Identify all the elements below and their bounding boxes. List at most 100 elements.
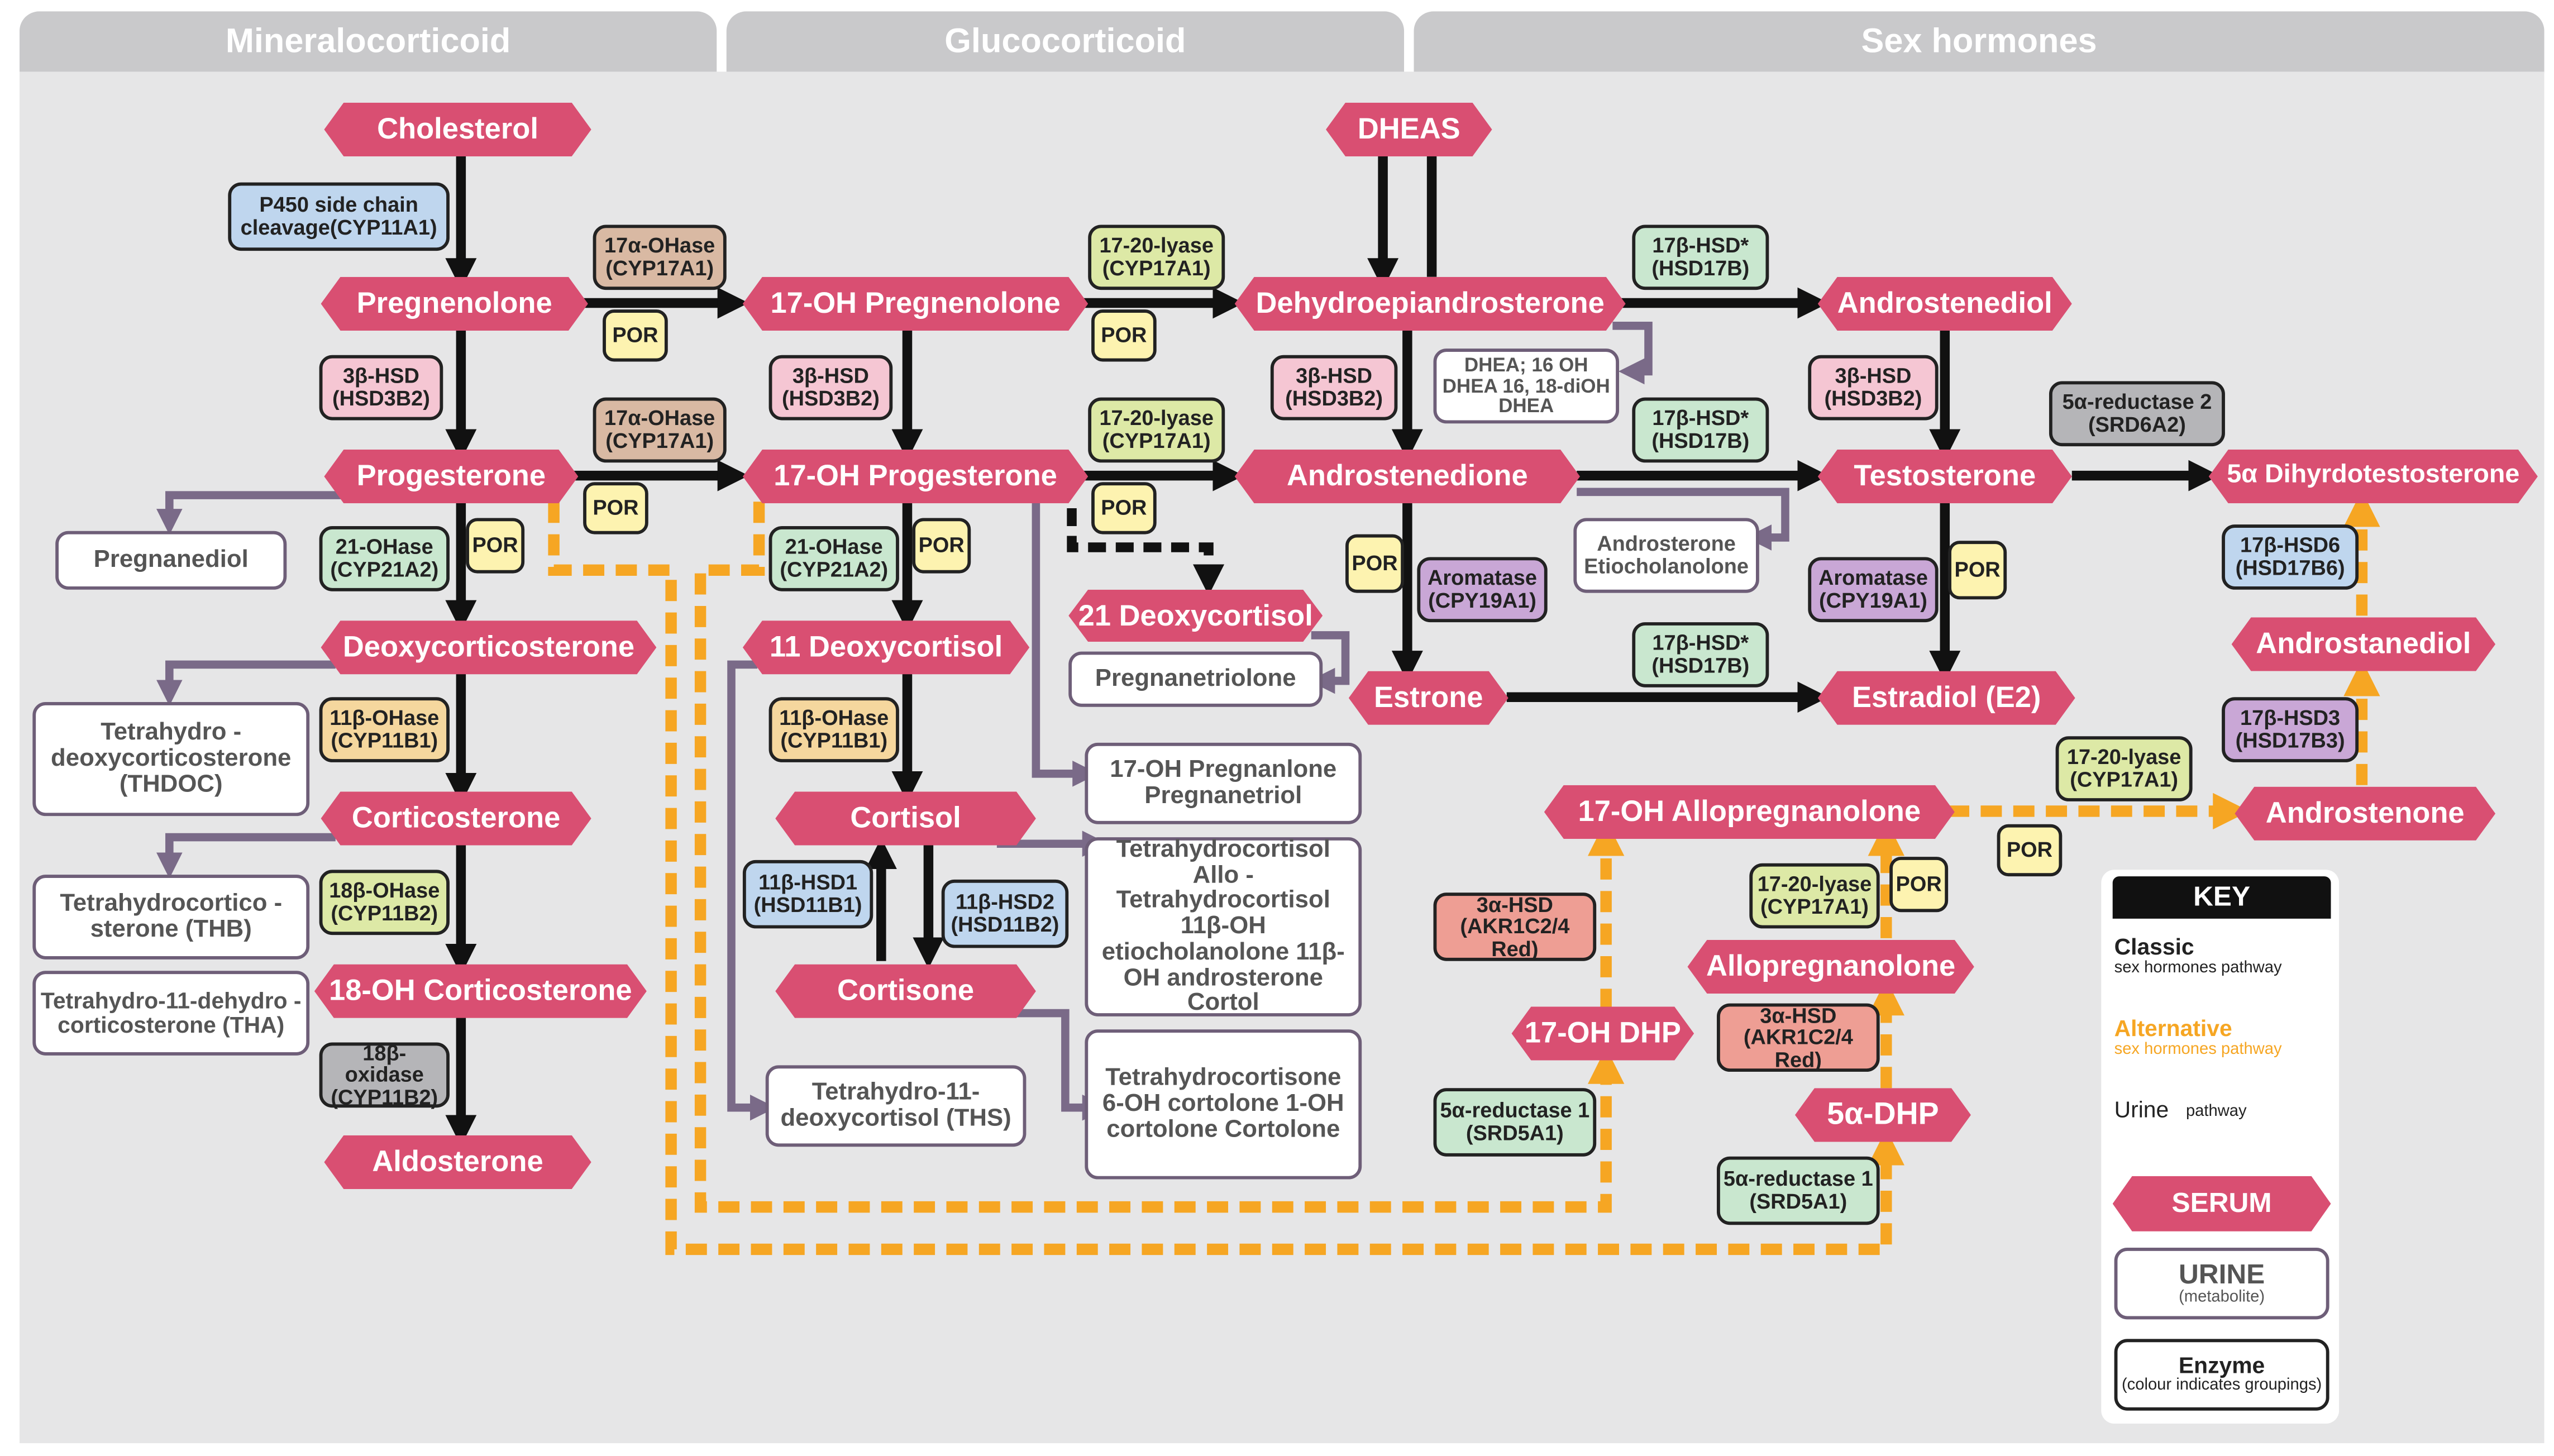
serum-17oh-dhp: 17-OH DHP: [1512, 1006, 1694, 1060]
key-alternative-sub: sex hormones pathway: [2114, 1040, 2282, 1059]
serum-5a-dhp: 5α-DHP: [1795, 1088, 1971, 1142]
key-urine-label: Urine: [2114, 1096, 2169, 1123]
por-3: POR: [466, 518, 525, 574]
enzyme-hsd3b2-testo: 3β-HSD (HSD3B2): [1808, 355, 1939, 421]
enzyme-akr-2: 3α-HSD (AKR1C2/4 Red): [1716, 1003, 1880, 1072]
enzyme-hsd17b-2: 17β-HSD* (HSD17B): [1632, 397, 1769, 463]
enzyme-srd5a2: 5α-reductase 2 (SRD6A2): [2049, 381, 2225, 447]
enzyme-p450-cyp11a1: P450 side chain cleavage(CYP11A1): [228, 182, 450, 251]
key-enzyme-sub: (colour indicates groupings): [2121, 1376, 2322, 1395]
enzyme-lyase-4: 17-20-lyase (CYP17A1): [1749, 863, 1880, 929]
arrow-dhea-metabolites: [1612, 322, 1653, 385]
por-6: POR: [1091, 482, 1157, 534]
header-glucocorticoid: Glucocorticoid: [726, 11, 1405, 74]
serum-corticosterone: Corticosterone: [321, 791, 591, 845]
arrow-androstenedione-androsterone: [1577, 488, 1789, 551]
enzyme-cyp17a1-ohase-1: 17α-OHase (CYP17A1): [593, 225, 727, 290]
key-panel: [2101, 870, 2340, 1424]
enzyme-aromatase-2: Aromatase (CPY19A1): [1808, 557, 1939, 623]
urine-pregnanediol: Pregnanediol: [55, 531, 287, 590]
enzyme-lyase-2: 17-20-lyase (CYP17A1): [1088, 397, 1225, 463]
key-classic-label: Classic: [2114, 933, 2194, 959]
header-mineralocorticoid: Mineralocorticoid: [19, 11, 717, 74]
key-urine-sub: pathway: [2185, 1102, 2247, 1121]
serum-17oh-allopregnanolone: 17-OH Allopregnanolone: [1544, 785, 1955, 839]
serum-androstanediol: Androstanediol: [2232, 617, 2495, 671]
arrow-11deoxy-ths: [727, 660, 776, 1121]
por-7: POR: [1345, 534, 1405, 593]
por-5: POR: [1091, 309, 1157, 362]
enzyme-hsd11b1: 11β-HSD1 (HSD11B1): [742, 860, 873, 929]
enzyme-hsd3b2-mineralo: 3β-HSD (HSD3B2): [319, 355, 443, 421]
serum-pregnenolone: Pregnenolone: [321, 277, 588, 331]
enzyme-hsd3b2-sex: 3β-HSD (HSD3B2): [1270, 355, 1398, 421]
serum-progesterone: Progesterone: [324, 450, 578, 503]
urine-17oh-pregnanlone: 17-OH Pregnanlone Pregnanetriol: [1085, 742, 1362, 824]
arrow-corticosterone-thb: [156, 833, 336, 879]
urine-tetrahydrocortisol: Tetrahydrocortisol Allo -Tetrahydrocorti…: [1085, 837, 1362, 1016]
urine-arrows: [156, 322, 1789, 1121]
enzyme-hsd17b-3: 17β-HSD* (HSD17B): [1632, 622, 1769, 688]
serum-21-deoxycortisol: 21 Deoxycortisol: [1068, 590, 1323, 642]
por-8: POR: [1948, 541, 2007, 600]
serum-aldosterone: Aldosterone: [324, 1135, 591, 1189]
key-classic-sub: sex hormones pathway: [2114, 959, 2282, 977]
key-alternative-label: Alternative: [2114, 1014, 2232, 1041]
serum-estradiol: Estradiol (E2): [1818, 671, 2075, 725]
header-sex-hormones: Sex hormones: [1414, 11, 2545, 74]
serum-androstenedione: Androstenedione: [1235, 450, 1580, 503]
key-urine-box: URINE (metabolite): [2114, 1248, 2329, 1320]
arrow-17ohprog-pregnanlone: [1032, 497, 1099, 787]
enzyme-lyase-3: 17-20-lyase (CYP17A1): [2055, 736, 2193, 801]
enzyme-cyp11b2-ohase: 18β-OHase (CYP11B2): [319, 870, 450, 935]
serum-cortisone: Cortisone: [775, 965, 1036, 1018]
enzyme-cyp17a1-ohase-2: 17α-OHase (CYP17A1): [593, 397, 727, 463]
enzyme-cyp21a2-gluco: 21-OHase (CYP21A2): [768, 526, 899, 591]
serum-17oh-progesterone: 17-OH Progesterone: [743, 450, 1088, 503]
enzyme-akr-1: 3α-HSD (AKR1C2/4 Red): [1433, 892, 1597, 961]
enzyme-srd5a1-1: 5α-reductase 1 (SRD5A1): [1433, 1088, 1597, 1157]
enzyme-cyp21a2-mineralo: 21-OHase (CYP21A2): [319, 526, 450, 591]
enzyme-hsd11b2: 11β-HSD2 (HSD11B2): [941, 879, 1069, 948]
serum-testosterone: Testosterone: [1818, 450, 2072, 503]
enzyme-cyp11b2-oxidase: 18β-oxidase (CYP11B2): [319, 1041, 450, 1108]
key-serum: SERUM: [2113, 1176, 2331, 1231]
por-9: POR: [1997, 824, 2063, 877]
serum-dihydrotestosterone: 5α Dihyrdotestosterone: [2209, 450, 2538, 503]
urine-tha: Tetrahydro-11-dehydro - corticosterone (…: [32, 971, 310, 1056]
urine-pregnanetriolone: Pregnanetriolone: [1068, 651, 1323, 707]
arrow-doc-thdoc: [156, 660, 336, 706]
urine-tetrahydrocortisone: Tetrahydrocortisone 6-OH cortolone 1-OH …: [1085, 1029, 1362, 1180]
arrow-progesterone-pregnanediol: [156, 491, 342, 535]
urine-thdoc: Tetrahydro - deoxycorticosterone (THDOC): [32, 702, 310, 817]
serum-17oh-pregnenolone: 17-OH Pregnenolone: [743, 277, 1088, 331]
enzyme-hsd17b-1: 17β-HSD* (HSD17B): [1632, 225, 1769, 290]
key-enzyme-box: Enzyme (colour indicates groupings): [2114, 1339, 2329, 1411]
serum-estrone: Estrone: [1349, 671, 1508, 725]
arrow-progesterone-5adhp: [548, 502, 1904, 1255]
serum-cholesterol: Cholesterol: [324, 103, 591, 156]
enzyme-hsd3b2-gluco: 3β-HSD (HSD3B2): [768, 355, 893, 421]
arrow-17ohprog-21deoxy: [1067, 508, 1225, 596]
urine-dhea-metabolites: DHEA; 16 OH DHEA 16, 18-diOH DHEA: [1433, 349, 1620, 424]
serum-deoxycorticosterone: Deoxycorticosterone: [321, 620, 657, 674]
por-4: POR: [912, 518, 971, 574]
enzyme-hsd17b6: 17β-HSD6 (HSD17B6): [2222, 524, 2359, 590]
key-enzyme-label: Enzyme: [2178, 1352, 2265, 1379]
urine-thb: Tetrahydrocortico - sterone (THB): [32, 875, 310, 959]
serum-18oh-corticosterone: 18-OH Corticosterone: [314, 965, 647, 1018]
enzyme-hsd17b3: 17β-HSD3 (HSD17B3): [2222, 697, 2359, 762]
serum-dheas: DHEAS: [1326, 103, 1492, 156]
serum-11-deoxycortisol: 11 Deoxycortisol: [743, 620, 1029, 674]
key-urine-box-sub: (metabolite): [2179, 1287, 2265, 1306]
serum-dhea: Dehydroepiandrosterone: [1235, 277, 1626, 331]
serum-cortisol: Cortisol: [775, 791, 1036, 845]
urine-ths: Tetrahydro-11- deoxycortisol (THS): [765, 1065, 1027, 1147]
por-10: POR: [1889, 857, 1949, 913]
arrow-21deoxy-pregnanetriolone: [1309, 631, 1350, 694]
serum-androstenediol: Androstenediol: [1818, 277, 2072, 331]
por-2: POR: [583, 482, 648, 534]
urine-androsterone: Androsterone Etiocholanolone: [1573, 518, 1759, 593]
key-title: KEY: [2112, 876, 2331, 919]
